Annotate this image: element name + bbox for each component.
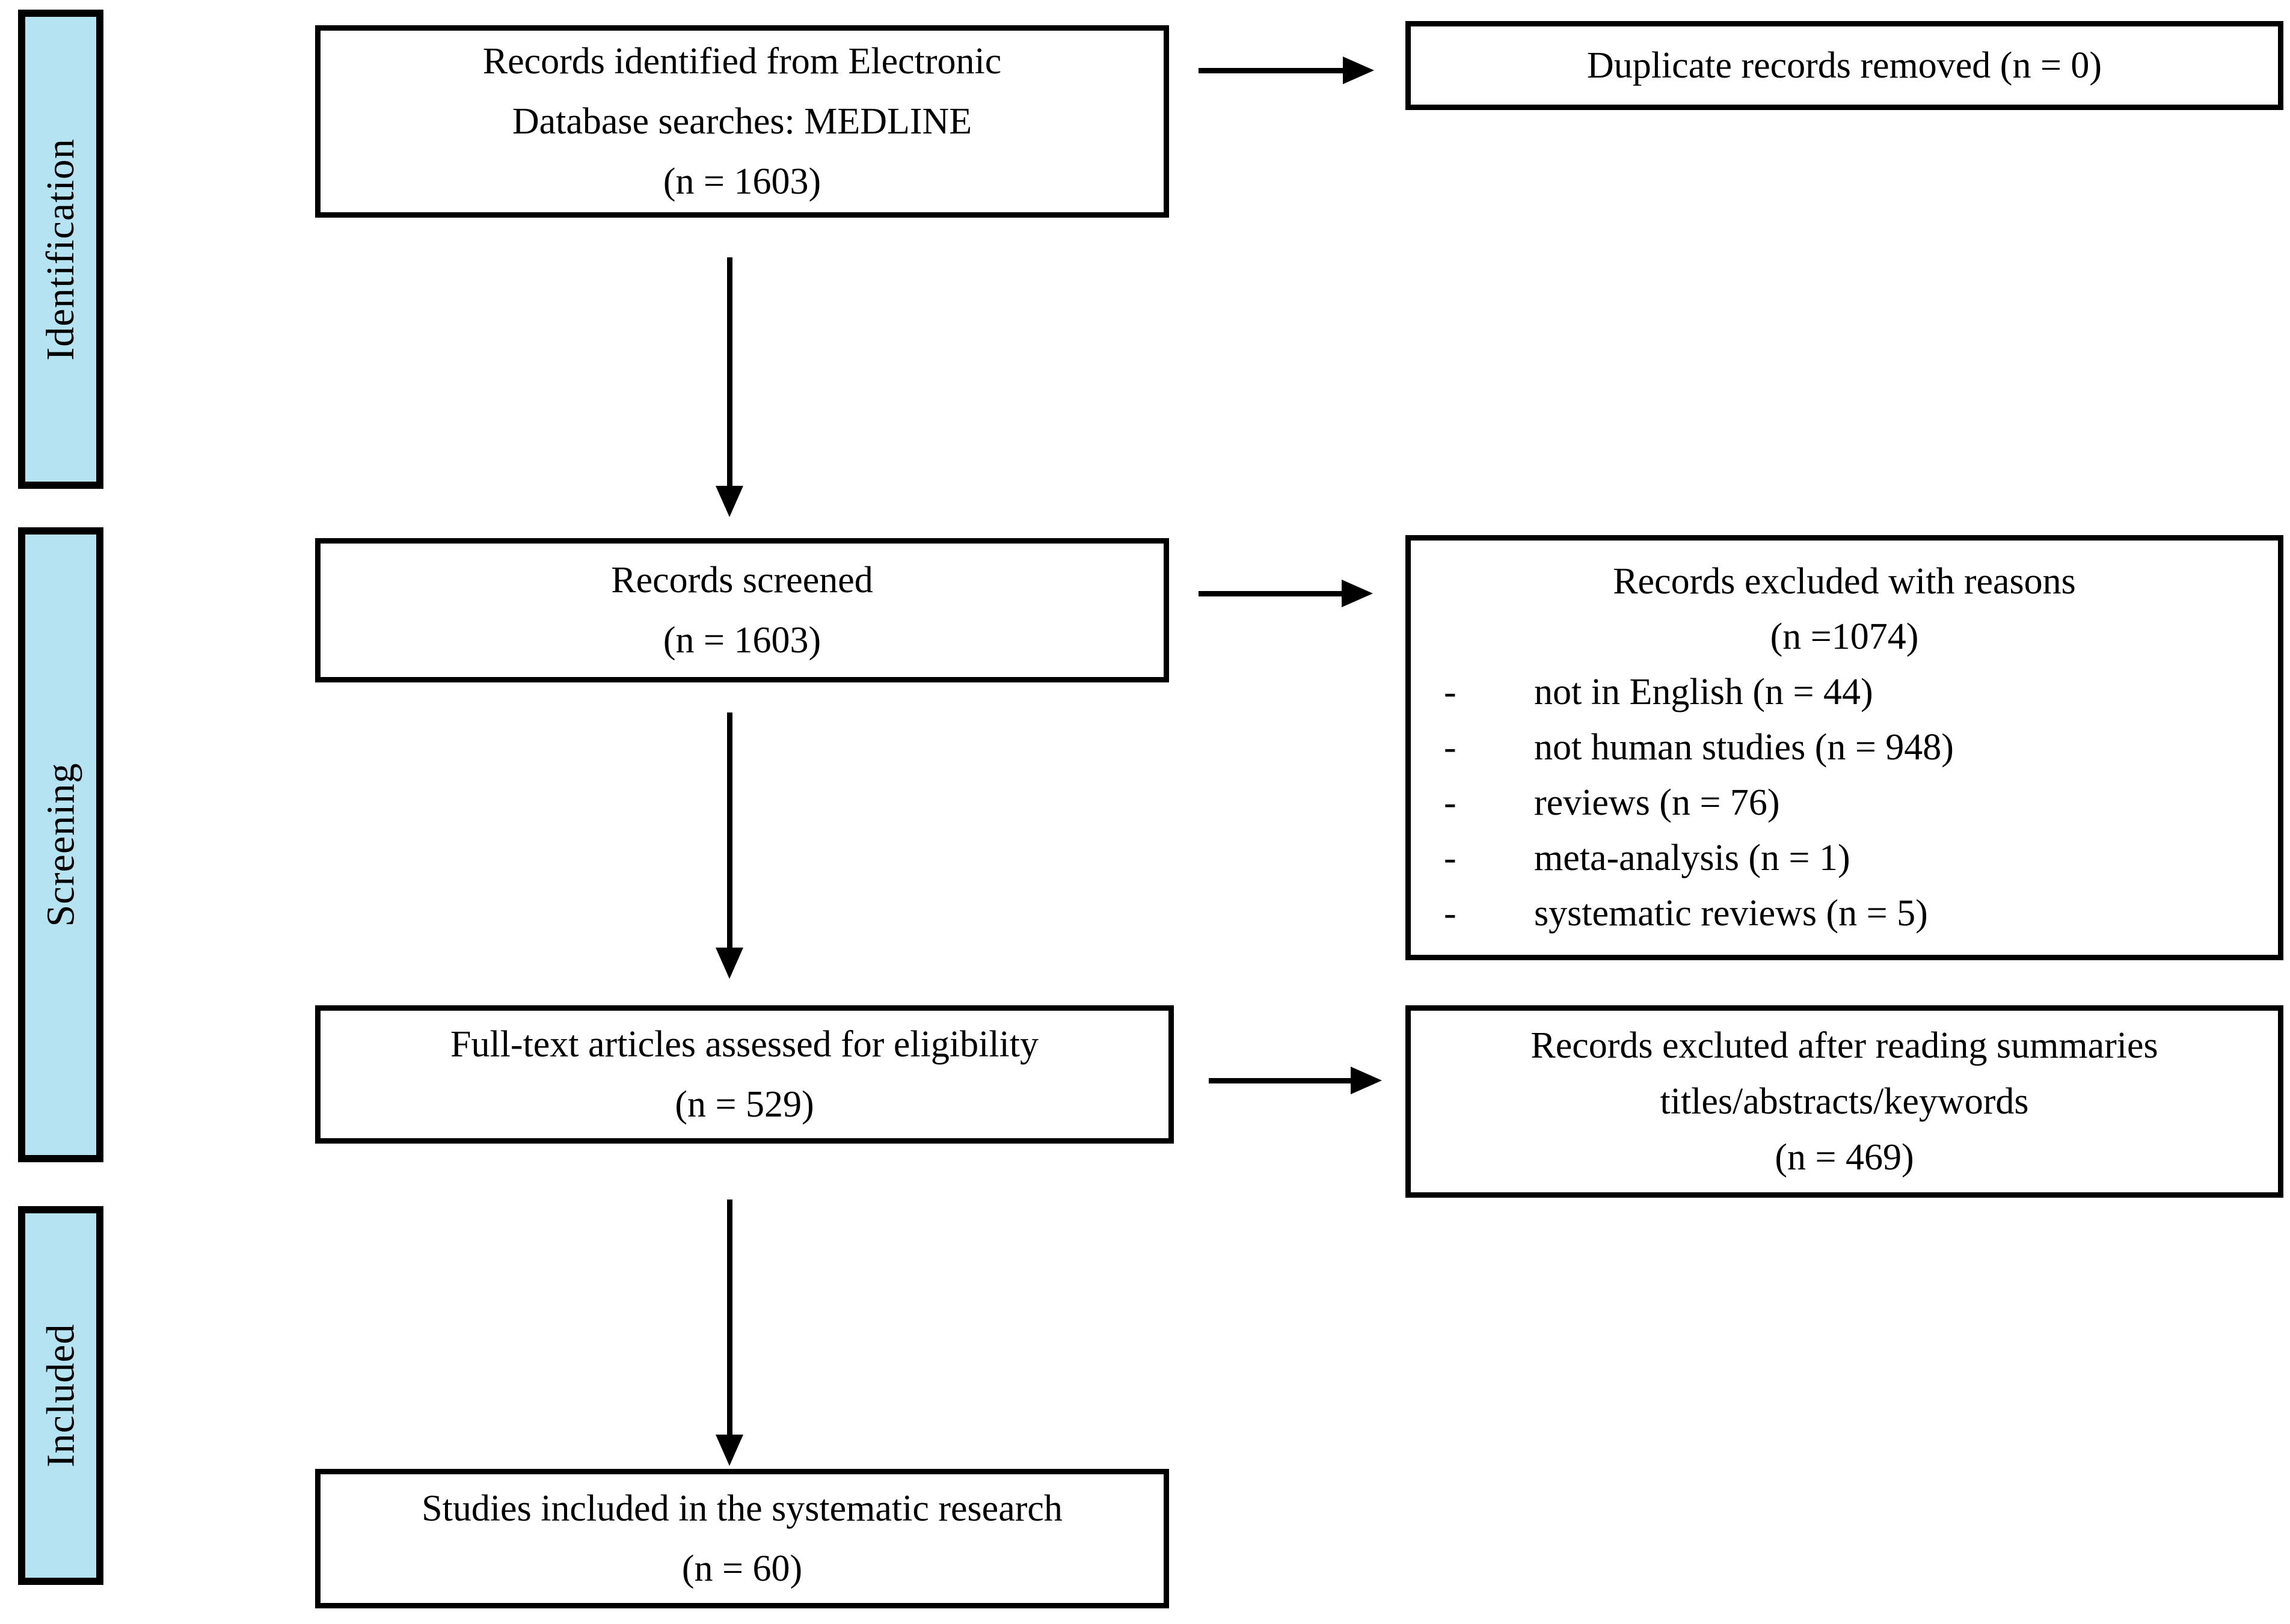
arrow-head-down-icon — [716, 486, 743, 517]
bullet-dash: - — [1444, 782, 1457, 823]
duplicates-removed-text: Duplicate records removed (n = 0) — [1586, 45, 2102, 86]
bullet-dash: - — [1444, 893, 1457, 934]
arrow-shaft — [727, 1200, 732, 1436]
excluded-reason-1: not in English (n = 44) — [1534, 672, 1873, 712]
stage-label-included-text: Included — [38, 1323, 82, 1468]
arrow-shaft — [727, 712, 732, 949]
records-screened-count: (n = 1603) — [663, 620, 821, 661]
excluded-reason-5: systematic reviews (n = 5) — [1534, 893, 1928, 934]
records-identified-line2: Database searches: MEDLINE — [512, 101, 972, 142]
excluded-reason-row: - reviews (n = 76) — [1411, 775, 2278, 830]
excluded-reason-row: - systematic reviews (n = 5) — [1411, 886, 2278, 941]
stage-label-identification: Identification — [18, 10, 103, 489]
excluded-after-line2: titles/abstracts/keywords — [1660, 1080, 2029, 1122]
box-records-identified: Records identified from Electronic Datab… — [315, 25, 1169, 218]
box-records-excluded: Records excluded with reasons (n =1074) … — [1405, 535, 2283, 960]
excluded-reason-row: - not in English (n = 44) — [1411, 664, 2278, 720]
box-excluded-after-reading: Records excluted after reading summaries… — [1405, 1005, 2283, 1198]
records-excluded-title: Records excluded with reasons — [1613, 561, 2076, 602]
stage-label-screening-text: Screening — [38, 762, 82, 927]
bullet-dash: - — [1444, 672, 1457, 712]
arrow-shaft — [1209, 1078, 1352, 1083]
arrow-head-down-icon — [716, 1435, 743, 1466]
box-records-screened: Records screened (n = 1603) — [315, 538, 1169, 682]
excluded-reason-4: meta-analysis (n = 1) — [1534, 838, 1850, 878]
fulltext-assessed-line1: Full-text articles assessed for eligibil… — [450, 1024, 1039, 1065]
excluded-reason-2: not human studies (n = 948) — [1534, 727, 1954, 768]
arrow-head-down-icon — [716, 948, 743, 979]
arrow-head-right-icon — [1351, 1067, 1382, 1094]
stage-label-screening: Screening — [18, 527, 103, 1162]
records-identified-count: (n = 1603) — [663, 161, 821, 202]
excluded-after-line1: Records excluted after reading summaries — [1530, 1025, 2158, 1066]
box-studies-included: Studies included in the systematic resea… — [315, 1469, 1169, 1608]
arrow-shaft — [727, 257, 732, 489]
box-fulltext-assessed: Full-text articles assessed for eligibil… — [315, 1005, 1174, 1144]
arrow-head-right-icon — [1342, 580, 1373, 607]
excluded-reason-3: reviews (n = 76) — [1534, 782, 1780, 823]
records-screened-line1: Records screened — [611, 560, 873, 601]
excluded-reason-row: - meta-analysis (n = 1) — [1411, 830, 2278, 886]
excluded-reason-row: - not human studies (n = 948) — [1411, 720, 2278, 775]
records-excluded-count: (n =1074) — [1770, 616, 1919, 657]
bullet-dash: - — [1444, 727, 1457, 768]
studies-included-count: (n = 60) — [681, 1548, 803, 1589]
arrow-head-right-icon — [1343, 57, 1374, 84]
studies-included-line1: Studies included in the systematic resea… — [422, 1488, 1063, 1529]
stage-label-included: Included — [18, 1206, 103, 1585]
box-duplicates-removed: Duplicate records removed (n = 0) — [1405, 21, 2283, 110]
stage-label-identification-text: Identification — [38, 138, 82, 361]
arrow-shaft — [1199, 68, 1344, 73]
records-identified-line1: Records identified from Electronic — [482, 41, 1002, 82]
fulltext-assessed-count: (n = 529) — [675, 1084, 814, 1125]
arrow-shaft — [1199, 591, 1343, 596]
excluded-after-count: (n = 469) — [1775, 1136, 1914, 1178]
bullet-dash: - — [1444, 838, 1457, 878]
